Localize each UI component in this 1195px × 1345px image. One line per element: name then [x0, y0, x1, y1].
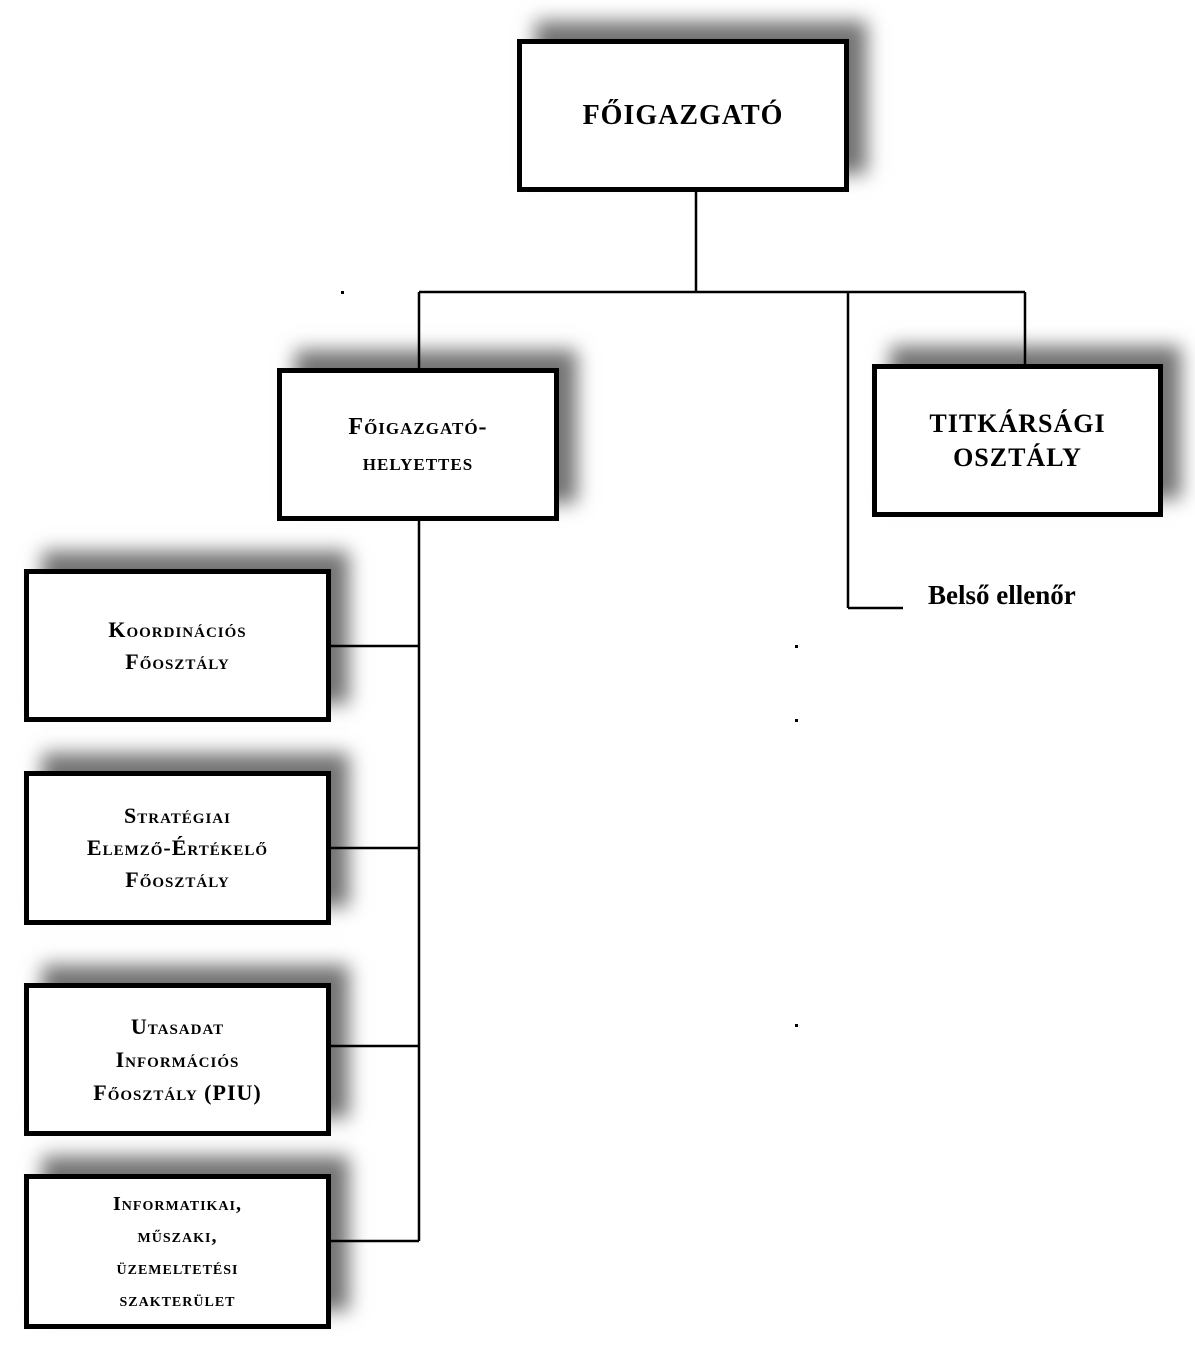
secretariat-box: TITKÁRSÁGI OSZTÁLY — [872, 364, 1163, 517]
it-label-line4: szakterület — [119, 1288, 236, 1311]
it-label-line3: üzemeltetési — [116, 1256, 239, 1279]
secretariat-label-line2: OSZTÁLY — [953, 442, 1082, 472]
stray-dot — [341, 291, 344, 294]
piu-label-line3: Főosztály (PIU) — [93, 1080, 262, 1105]
deputy-label-line2: helyettes — [362, 449, 474, 476]
piu-label-line1: Utasadat — [130, 1014, 225, 1039]
secretariat-label-line1: TITKÁRSÁGI — [929, 408, 1106, 438]
director-general-box: FŐIGAZGATÓ — [517, 39, 849, 192]
strategic-department-box: Stratégiai Elemző-Értékelő Főosztály — [24, 771, 331, 925]
director-general-label: FŐIGAZGATÓ — [582, 99, 784, 131]
it-area-box: Informatikai, műszaki, üzemeltetési szak… — [24, 1174, 331, 1329]
strategic-label-line1: Stratégiai — [124, 803, 231, 828]
internal-auditor-label: Belső ellenőr — [928, 580, 1076, 610]
piu-department-box: Utasadat Információs Főosztály (PIU) — [24, 983, 331, 1136]
strategic-label-line3: Főosztály — [125, 867, 230, 892]
stray-dot — [795, 645, 798, 648]
it-label-line2: műszaki, — [137, 1224, 218, 1247]
coordination-department-box: Koordinációs Főosztály — [24, 569, 331, 722]
it-label-line1: Informatikai, — [113, 1192, 242, 1215]
deputy-director-box: Főigazgató- helyettes — [277, 368, 559, 521]
piu-label-line2: Információs — [115, 1047, 240, 1072]
stray-dot — [795, 1024, 798, 1027]
strategic-label-line2: Elemző-Értékelő — [86, 835, 269, 860]
coordination-label-line2: Főosztály — [125, 648, 230, 674]
stray-dot — [795, 719, 798, 722]
coordination-label-line1: Koordinációs — [108, 616, 247, 642]
deputy-label-line1: Főigazgató- — [348, 413, 488, 440]
